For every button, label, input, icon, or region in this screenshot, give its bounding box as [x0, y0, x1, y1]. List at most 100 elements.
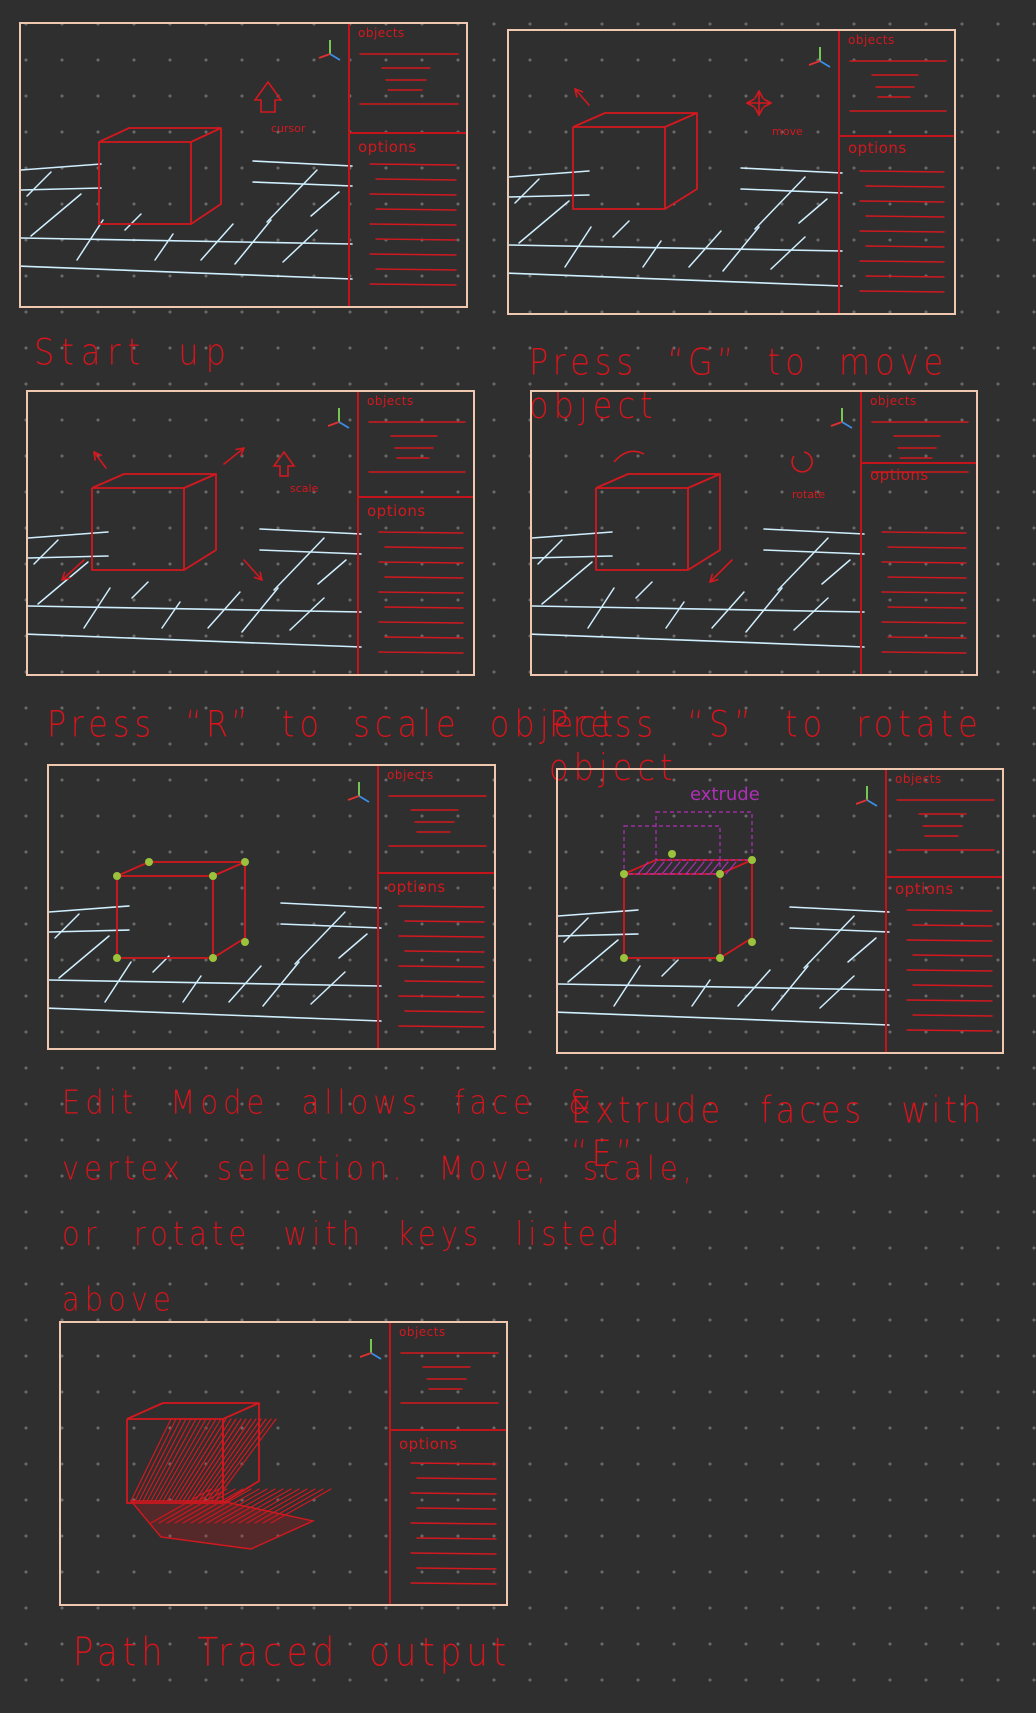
grid-line: [509, 170, 590, 178]
panel-divider: [379, 872, 494, 874]
grid-line: [33, 539, 59, 565]
scale-arrow-icon: [235, 447, 245, 451]
grid-line: [587, 587, 615, 629]
caption-scale: Press “R” to scale object: [47, 702, 619, 746]
grid-line: [289, 597, 325, 631]
grid-line: [21, 237, 353, 245]
vertex-dot: [145, 858, 153, 866]
vertex-dot: [748, 938, 756, 946]
grid-line: [532, 633, 865, 648]
caption-extrude: Extrude faces with “E”: [571, 1088, 986, 1176]
grid-line: [803, 915, 855, 969]
extrude-hatch: [709, 861, 721, 875]
scale-annotation: scale: [290, 482, 319, 495]
grid-line: [58, 935, 110, 979]
shading-stroke: [210, 1418, 272, 1502]
grid-line: [563, 917, 589, 943]
scale-arrow-icon: [61, 571, 66, 581]
grid-line: [847, 937, 877, 963]
cube-edge: [595, 487, 689, 571]
panel-line: [398, 965, 485, 968]
caption-path-traced: Path Traced output: [73, 1630, 512, 1676]
grid-line: [30, 193, 82, 237]
panel-line: [410, 1552, 497, 1555]
panel-line: [912, 984, 993, 987]
panel-line: [375, 208, 457, 211]
vertex-dot: [241, 938, 249, 946]
panel-line: [369, 283, 457, 286]
shading-stroke: [138, 1418, 182, 1502]
panel-line: [410, 1492, 497, 1495]
cube-edge: [190, 128, 222, 225]
vertex-dot: [620, 954, 628, 962]
grid-line: [821, 559, 851, 585]
shading-stroke: [170, 1418, 222, 1502]
panel-divider: [350, 132, 466, 134]
extrude-preview: [623, 825, 721, 875]
vertex-dot: [748, 856, 756, 864]
panel-divider: [887, 876, 1002, 878]
scene-cube-grid: [21, 40, 459, 286]
axis-gizmo-icon: [359, 1339, 382, 1360]
scale-arrow-icon: [240, 447, 245, 457]
cube-edge: [664, 113, 698, 210]
grid-line: [688, 230, 722, 268]
scale-arrow-icon: [272, 450, 296, 477]
shadow-stroke: [182, 1488, 244, 1524]
grid-line: [509, 244, 843, 252]
objects-panel-label: objects: [848, 33, 895, 47]
cursor-arrow-icon: [253, 80, 283, 113]
shadow-stroke: [206, 1488, 268, 1524]
viewport-frame-edit-mode: objects options: [47, 764, 496, 1050]
scene-path-traced: [126, 1339, 499, 1585]
panel-line: [398, 995, 485, 998]
cursor-arrow-icon: [574, 88, 584, 93]
shadow-stroke: [270, 1488, 332, 1524]
grid-line: [518, 200, 570, 244]
cube-edge: [572, 112, 698, 128]
rotate-arrow-icon: [709, 559, 733, 583]
panel-line: [881, 531, 967, 534]
grid-line: [793, 597, 829, 631]
extrude-preview: [655, 811, 753, 861]
grid-line: [509, 272, 843, 287]
shadow-stroke: [262, 1488, 324, 1524]
shadow-stroke: [230, 1488, 292, 1524]
grid-line: [754, 176, 806, 230]
grid-line: [722, 226, 760, 272]
cube-edge: [116, 875, 214, 959]
vertex-dot: [716, 954, 724, 962]
scale-arrow-icon: [93, 451, 103, 457]
grid-line: [37, 561, 89, 605]
move-cross-icon: [763, 102, 772, 108]
panel-line: [912, 924, 993, 927]
objects-panel-label: objects: [895, 772, 942, 786]
vertex-dot: [209, 872, 217, 880]
shading-stroke: [214, 1418, 277, 1502]
scale-arrow-icon: [93, 451, 107, 469]
panel-line: [375, 238, 457, 241]
axis-gizmo-icon: [347, 782, 370, 803]
grid-line: [661, 959, 679, 977]
grid-line: [564, 226, 592, 268]
panel-line: [378, 561, 464, 564]
objects-panel-label: objects: [387, 768, 434, 782]
caption-start-up: Start up: [34, 330, 233, 374]
grid-line: [558, 909, 639, 917]
caption-line: or rotate with keys listed: [62, 1213, 625, 1253]
grid-line: [740, 167, 843, 174]
caption-line: Edit Mode allows face &: [62, 1082, 596, 1122]
shadow-area: [129, 1500, 316, 1550]
grid-line: [691, 979, 711, 1007]
panel-line: [384, 636, 464, 639]
rotate-arrow-icon: [709, 573, 714, 583]
panel-line: [865, 215, 945, 218]
grid-line: [241, 587, 279, 633]
panel-divider: [840, 135, 954, 137]
grid-line: [104, 961, 132, 1003]
panel-divider: [359, 496, 473, 498]
side-panel: objects options: [389, 1323, 506, 1604]
shading-stroke: [158, 1418, 207, 1502]
cube-edge: [623, 873, 721, 959]
shadow-stroke: [190, 1488, 252, 1524]
